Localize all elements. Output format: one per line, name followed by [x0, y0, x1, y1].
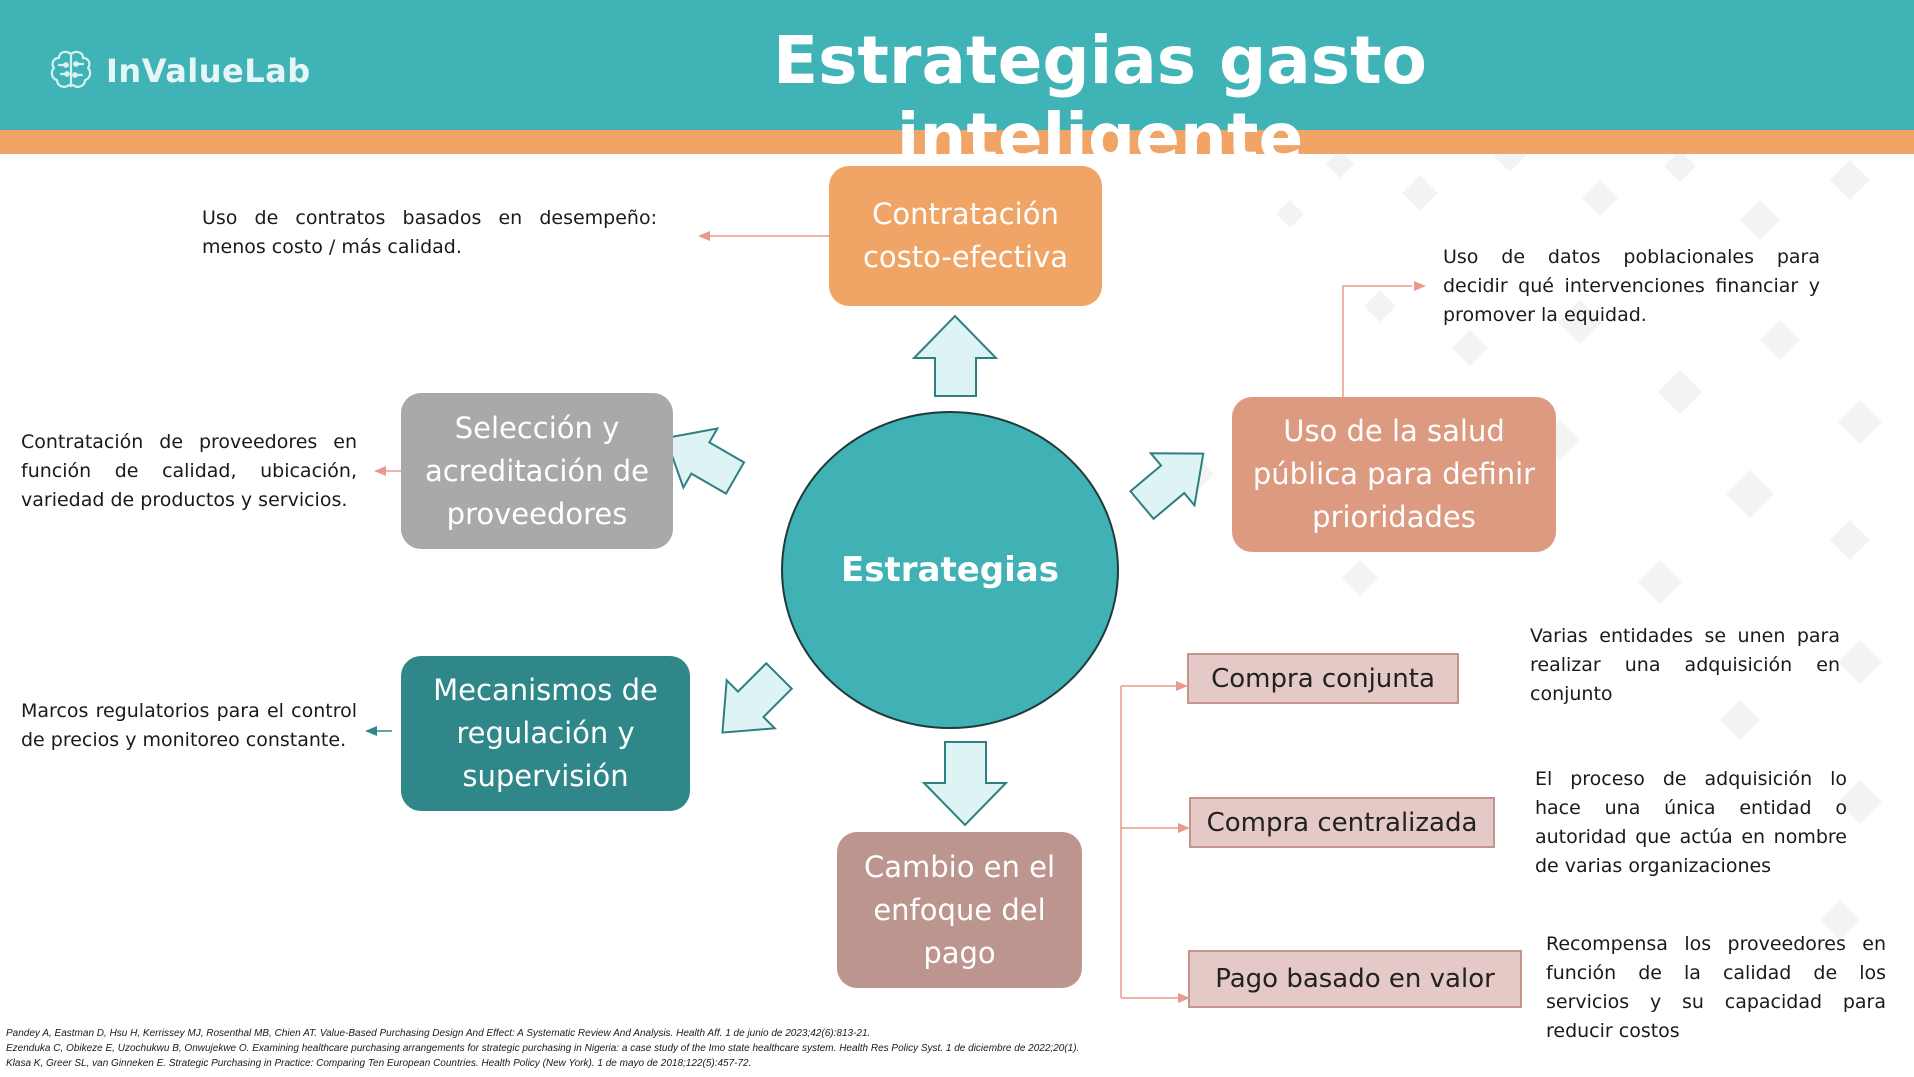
- box-mecanismos-label: Mecanismos de regulación y supervisión: [433, 673, 658, 793]
- arrow-upper-left: [664, 427, 746, 495]
- box-contratacion-label: Contratación costo-efectiva: [862, 197, 1069, 274]
- arrow-lower-left: [721, 661, 794, 734]
- desc-pago-valor: Recompensa los proveedores en función de…: [1546, 933, 1886, 1042]
- page-title: Estrategias gasto inteligente: [773, 22, 1427, 176]
- reference-item: Pandey A, Eastman D, Hsu H, Kerrissey MJ…: [6, 1028, 871, 1039]
- sub-pago-valor-label: Pago basado en valor: [1215, 964, 1495, 994]
- sub-pago-valor: Pago basado en valor: [1188, 950, 1522, 1008]
- desc-contratacion: Uso de contratos basados en desempeño: m…: [202, 207, 657, 258]
- reference-item: Ezenduka C, Obikeze E, Uzochukwu B, Onwu…: [6, 1043, 1080, 1054]
- desc-mecanismos: Marcos regulatorios para el control de p…: [21, 700, 357, 751]
- reference-item: Klasa K, Greer SL, van Ginneken E. Strat…: [6, 1058, 752, 1069]
- box-seleccion-label: Selección y acreditación de proveedores: [424, 410, 650, 531]
- box-cambio-pago: Cambio en el enfoque del pago: [837, 832, 1082, 988]
- header-accent-band: [0, 130, 1914, 154]
- desc-compra-conjunta: Varias entidades se unen para realizar u…: [1530, 625, 1840, 705]
- box-mecanismos: Mecanismos de regulación y supervisión: [401, 656, 690, 811]
- box-cambio-pago-label: Cambio en el enfoque del pago: [863, 849, 1056, 970]
- box-salud-publica-label: Uso de la salud pública para definir pri…: [1252, 414, 1536, 534]
- box-salud-publica: Uso de la salud pública para definir pri…: [1232, 397, 1556, 552]
- sub-compra-centralizada-label: Compra centralizada: [1206, 807, 1478, 838]
- logo-text: InValueLab: [106, 52, 311, 90]
- arrow-down: [921, 741, 1009, 827]
- desc-salud-publica: Uso de datos poblacionales para decidir …: [1443, 246, 1820, 326]
- sub-compra-centralizada: Compra centralizada: [1189, 797, 1495, 848]
- desc-seleccion: Contratación de proveedores en función d…: [21, 431, 357, 511]
- box-contratacion: Contratación costo-efectiva: [829, 166, 1102, 306]
- brain-icon: [50, 50, 92, 88]
- sub-compra-conjunta-label: Compra conjunta: [1211, 663, 1435, 694]
- desc-compra-centralizada: El proceso de adquisición lo hace una ún…: [1535, 768, 1847, 877]
- connector-salud-publica: [1342, 285, 1412, 397]
- logo: InValueLab: [48, 48, 311, 94]
- arrow-upper-right: [1129, 452, 1205, 521]
- sub-compra-conjunta: Compra conjunta: [1187, 653, 1459, 704]
- arrow-up: [911, 314, 999, 397]
- box-seleccion: Selección y acreditación de proveedores: [401, 393, 673, 549]
- center-label: Estrategias: [841, 550, 1059, 590]
- header-bar: [0, 0, 1914, 130]
- center-circle: Estrategias: [781, 411, 1119, 729]
- references: Pandey A, Eastman D, Hsu H, Kerrissey MJ…: [6, 1026, 1146, 1071]
